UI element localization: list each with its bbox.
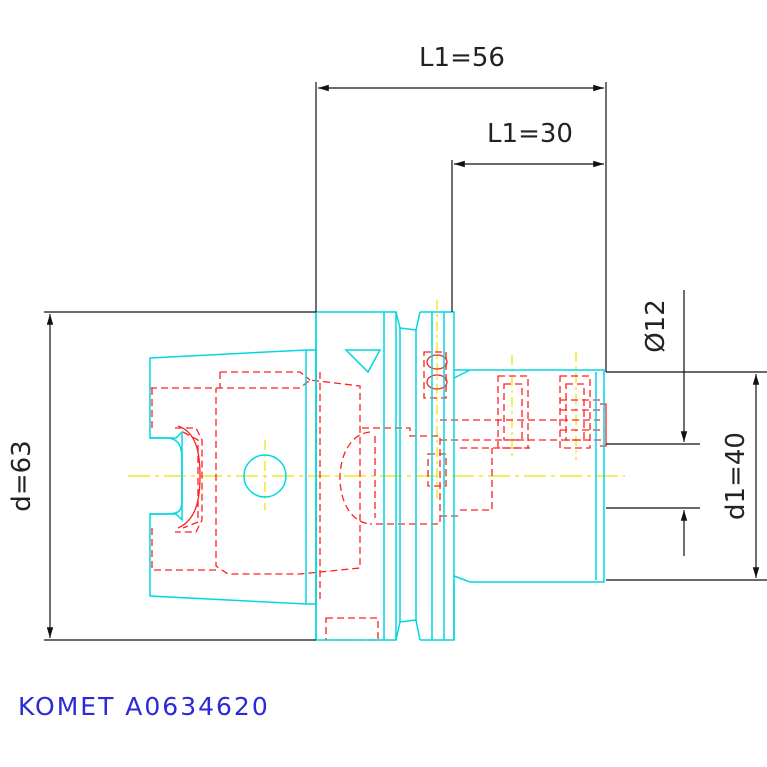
hidden-details [177,354,607,529]
centerlines [128,300,625,510]
dim-overall-length: L1=56 [419,43,505,73]
dim-flange-diameter: d=63 [7,440,37,511]
dim-shank-length: L1=30 [487,119,573,149]
part-label: KOMET A0634620 [18,692,270,721]
hidden-lines [150,351,605,641]
dim-bore-diameter: Ø12 [641,299,671,353]
dim-body-diameter: d1=40 [721,432,751,520]
part-outline [149,311,605,641]
dimensions [44,82,767,641]
